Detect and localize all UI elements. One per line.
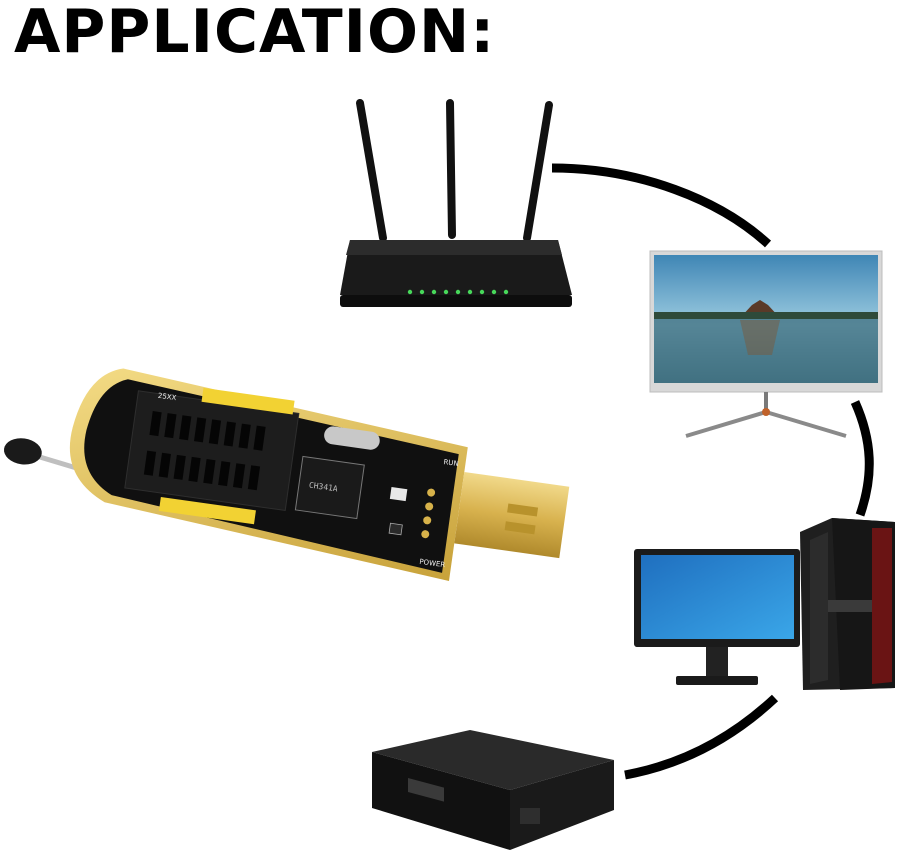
arc-monitor-to-pc <box>850 400 874 517</box>
stb-side <box>510 760 614 850</box>
monitor-stand-leg-left <box>685 410 767 438</box>
monitor-image <box>649 250 883 438</box>
usb-connector <box>454 472 570 559</box>
arc-pc-to-settopbox <box>624 694 779 780</box>
pc-monitor-foot <box>676 676 758 685</box>
router-antenna-left <box>356 99 387 242</box>
pcb-label-25xx: 25XX <box>157 392 177 403</box>
page-title: APPLICATION: <box>14 0 496 67</box>
monitor-stand-leg-right <box>765 410 847 438</box>
set-top-box-image <box>372 730 614 850</box>
stb-top <box>372 730 614 790</box>
pc-tower-accent <box>872 528 892 684</box>
pcb-label-power: POWER <box>419 558 446 570</box>
router-base <box>340 295 572 307</box>
zif-lever-knob <box>3 438 42 465</box>
router-image <box>340 99 572 307</box>
pcb-label-chip: CH341A <box>308 481 338 494</box>
connection-arcs <box>551 163 874 780</box>
router-antenna-right <box>523 101 553 242</box>
header-pins-bottom <box>158 497 256 525</box>
usb-programmer-image: CH341A RUN POWER 25XX <box>3 368 570 581</box>
crystal <box>324 426 380 450</box>
pc-monitor-screen <box>641 555 794 639</box>
desktop-pc-image <box>634 518 895 690</box>
pc-tower-drive <box>826 600 872 612</box>
stb-front <box>372 752 510 850</box>
pc-monitor-neck <box>706 647 728 677</box>
ch341-chip <box>294 455 365 520</box>
stb-display <box>408 778 444 802</box>
header-pins-top <box>201 387 295 415</box>
pcb-label-run: RUN <box>443 458 459 468</box>
router-leds <box>407 289 509 295</box>
router-antenna-center <box>446 99 456 239</box>
arc-router-to-monitor <box>551 163 772 248</box>
